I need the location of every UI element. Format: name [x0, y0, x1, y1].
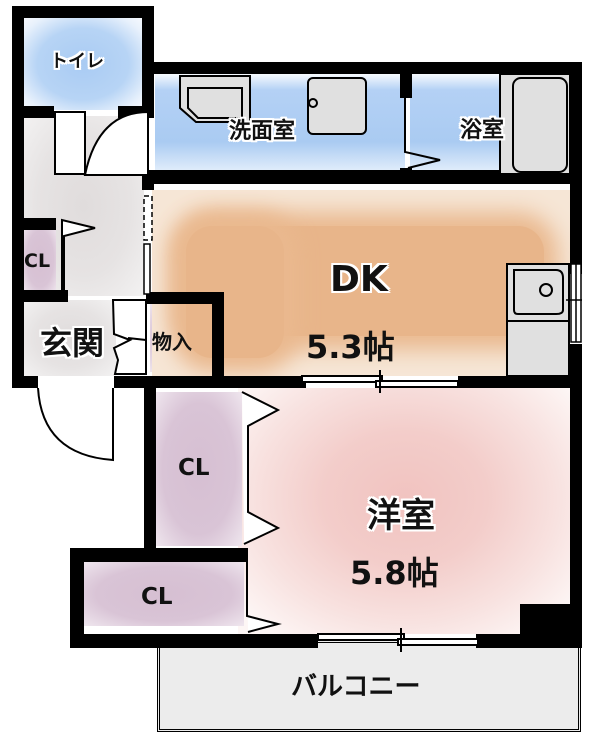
dk-label: DK — [330, 259, 388, 300]
closet-west-1-label: CL — [178, 455, 210, 481]
bathtub-icon — [499, 73, 571, 175]
wall-wash-bath-divider-bottom — [400, 168, 412, 174]
closet-entry-room — [24, 226, 56, 292]
wall-stub — [142, 176, 154, 190]
closet-west-2-label: CL — [141, 584, 173, 610]
dk-size: 5.3帖 — [306, 328, 395, 366]
entrance-label: 玄関 — [40, 324, 105, 362]
toilet-door[interactable] — [54, 110, 149, 176]
balcony-area — [157, 640, 581, 732]
wall-toilet-east — [142, 6, 154, 114]
kitchen-window — [566, 263, 582, 343]
dk-hall-door[interactable] — [143, 195, 153, 295]
wall-north — [142, 62, 582, 74]
bathroom-label: 浴室 — [460, 118, 505, 143]
wall-south-left — [70, 634, 318, 648]
wall-east-kitchen — [570, 344, 582, 388]
bathroom-door[interactable] — [404, 98, 441, 169]
western-room — [238, 388, 572, 634]
wall-toilet-bottom — [12, 106, 54, 118]
wall-south-right — [476, 634, 582, 648]
entrance-door[interactable] — [37, 387, 114, 462]
bathroom-room — [410, 72, 510, 172]
dk-western-sliding-door[interactable] — [301, 370, 459, 393]
wall-east-upper — [570, 62, 582, 274]
wall-cl-bottom — [24, 290, 68, 302]
wall-storage-east — [212, 292, 224, 384]
washroom-label: 洗面室 — [229, 119, 296, 144]
closet-west-1-door[interactable] — [241, 391, 281, 545]
wall-closet2-top — [70, 548, 248, 562]
wall-wash-bottom — [142, 170, 582, 184]
wall-storage-top — [146, 292, 224, 304]
wall-toilet-top — [12, 6, 154, 18]
storage-door-line — [127, 337, 147, 341]
wall-closet2-west — [70, 548, 84, 648]
wall-east-lower — [570, 384, 582, 648]
wall-closet-west — [144, 384, 156, 550]
washing-machine-icon — [307, 77, 367, 135]
closet-entry-label: CL — [24, 250, 51, 272]
balcony-label: バルコニー — [291, 672, 421, 702]
closet-west-2-room — [84, 562, 244, 626]
western-room-label: 洋室 — [367, 496, 435, 536]
balcony-sliding-window[interactable] — [317, 628, 479, 652]
storage-label: 物入 — [152, 330, 192, 354]
wall-entrance-bottom-left — [12, 376, 38, 388]
wall-mid-right — [458, 376, 582, 388]
wall-west — [12, 6, 24, 388]
closet-entry-door[interactable] — [61, 218, 96, 291]
wall-mid — [114, 376, 306, 388]
wall-wash-bath-divider-top — [400, 74, 412, 98]
closet-west-2-door[interactable] — [246, 562, 282, 633]
washroom-sink-icon — [179, 75, 251, 123]
western-room-size: 5.8帖 — [350, 554, 439, 592]
toilet-label: トイレ — [50, 51, 104, 72]
toilet-room — [24, 18, 142, 110]
pillar — [520, 604, 572, 634]
wall-cl-top — [24, 218, 56, 230]
kitchen-counter-icon — [506, 263, 570, 377]
closet-west-1-room — [156, 392, 242, 546]
storage-door[interactable] — [111, 299, 147, 375]
entrance-room — [24, 300, 116, 376]
